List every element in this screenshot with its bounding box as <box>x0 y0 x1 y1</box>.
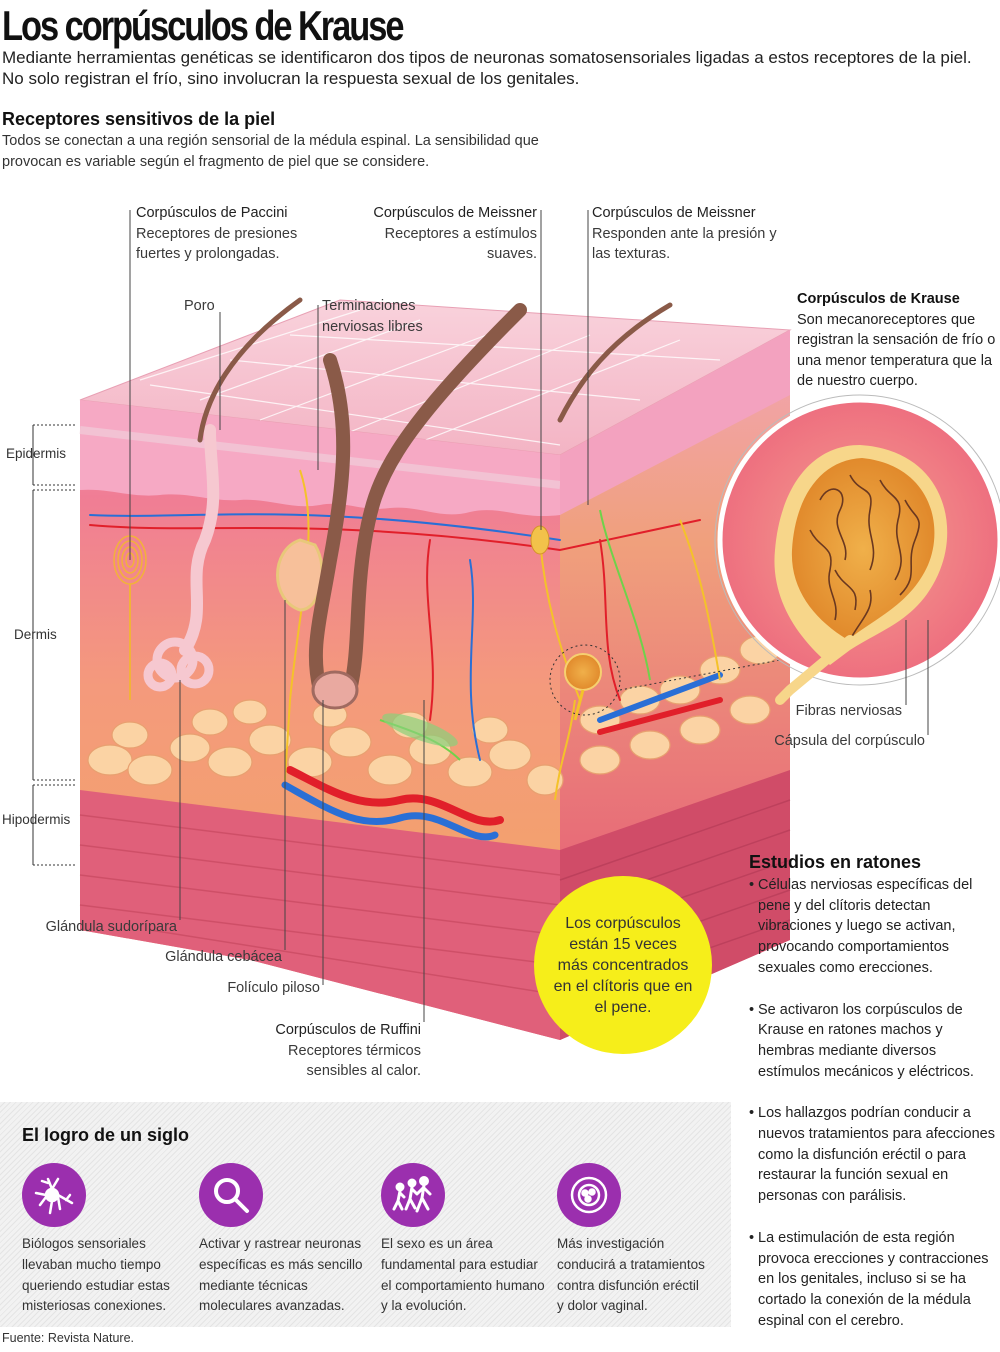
label-capsula: Cápsula del corpúsculo <box>774 733 925 749</box>
label-poro: Poro <box>184 298 215 314</box>
label-sudoripara: Glándula sudorípara <box>45 919 177 935</box>
achievement-card-text: Activar y rastrear neuronas específicas … <box>199 1236 363 1314</box>
label-meissner-b: Corpúsculos de Meissner Responden ante l… <box>592 203 777 265</box>
label-ruffini-name: Corpúsculos de Ruffini <box>275 1022 421 1038</box>
people-running-icon <box>381 1163 445 1227</box>
achievement-card-text: El sexo es un área fundamental para estu… <box>381 1236 545 1314</box>
label-epidermis: Epidermis <box>6 446 67 461</box>
label-meissner-b-name: Corpúsculos de Meissner <box>592 205 756 221</box>
achievement-card: Activar y rastrear neuronas específicas … <box>199 1163 371 1317</box>
label-ruffini-desc: Receptores térmicos sensibles al calor. <box>288 1042 421 1080</box>
label-dermis: Dermis <box>14 627 57 642</box>
skin-cross-section-illustration <box>32 210 1000 1040</box>
achievement-card-text: Biólogos sensoriales llevaban mucho tiem… <box>22 1236 170 1314</box>
label-meissner-b-desc: Responden ante la presión y las texturas… <box>592 225 777 263</box>
label-paccini-name: Corpúsculos de Paccini <box>136 205 288 221</box>
label-fibras: Fibras nerviosas <box>795 703 902 719</box>
page-title: Los corpúsculos de Krause <box>2 2 404 49</box>
concentration-callout-text: Los corpúsculos están 15 veces más conce… <box>553 914 693 1016</box>
study-item: Células nerviosas específicas del pene y… <box>749 875 997 979</box>
label-meissner-a: Corpúsculos de Meissner Receptores a est… <box>346 203 537 265</box>
study-item: Se activaron los corpúsculos de Krause e… <box>749 1000 997 1083</box>
label-paccini: Corpúsculos de Paccini Receptores de pre… <box>136 203 336 265</box>
study-item: La estimulación de esta región provoca e… <box>749 1228 997 1332</box>
label-hipodermis: Hipodermis <box>2 812 71 827</box>
concentration-callout: Los corpúsculos están 15 veces más conce… <box>534 876 712 1054</box>
achievement-card: El sexo es un área fundamental para estu… <box>381 1163 549 1317</box>
achievement-card-text: Más investigación conducirá a tratamient… <box>557 1236 705 1314</box>
study-item: Los hallazgos podrían conducir a nuevos … <box>749 1103 997 1207</box>
studies-section: Estudios en ratones Células nerviosas es… <box>749 852 997 1352</box>
neuron-icon <box>22 1163 86 1227</box>
page-subtitle: Mediante herramientas genéticas se ident… <box>2 48 972 88</box>
source-note: Fuente: Revista Nature. <box>2 1331 135 1345</box>
label-terminaciones: Terminaciones nerviosas libres <box>322 298 423 335</box>
label-cebacea: Glándula cebácea <box>165 949 282 965</box>
achievement-heading: El logro de un siglo <box>22 1125 190 1145</box>
receptors-heading: Receptores sensitivos de la piel <box>2 109 276 129</box>
magnifier-icon <box>199 1163 263 1227</box>
label-krause-name: Corpúsculos de Krause <box>797 291 960 307</box>
label-foliculo: Folículo piloso <box>227 980 320 996</box>
receptors-description: Todos se conectan a una región sensorial… <box>2 133 539 170</box>
label-meissner-a-desc: Receptores a estímulos suaves. <box>384 225 537 263</box>
achievement-card: Biólogos sensoriales llevaban mucho tiem… <box>22 1163 194 1317</box>
label-paccini-desc: Receptores de presiones fuertes y prolon… <box>136 225 298 263</box>
label-krause: Corpúsculos de Krause Son mecanoreceptor… <box>797 289 997 392</box>
cell-icon <box>557 1163 621 1227</box>
studies-heading: Estudios en ratones <box>749 852 922 872</box>
label-meissner-a-name: Corpúsculos de Meissner <box>373 205 537 221</box>
label-krause-desc: Son mecanoreceptores que registran la se… <box>797 311 996 390</box>
achievement-card: Más investigación conducirá a tratamient… <box>557 1163 707 1317</box>
label-ruffini: Corpúsculos de Ruffini Receptores térmic… <box>250 1020 421 1082</box>
